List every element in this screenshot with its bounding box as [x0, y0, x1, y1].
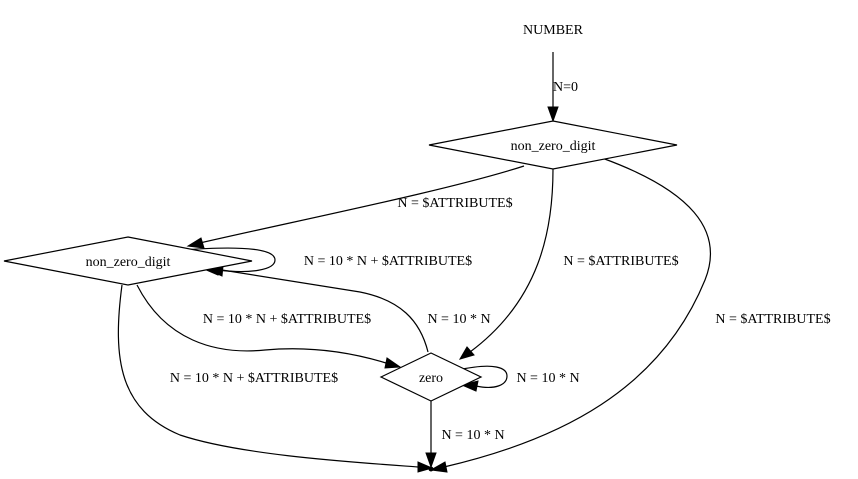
node-label-nzd-left: non_zero_digit	[86, 255, 171, 270]
node-number: NUMBER	[523, 23, 584, 38]
edge-zero-self-loop: N = 10 * N	[457, 365, 580, 392]
node-label-zero: zero	[419, 371, 443, 386]
edge-nzd-top-to-zero: N = $ATTRIBUTE$	[458, 168, 679, 360]
edge-nzd-left-to-end: N = 10 * N + $ATTRIBUTE$	[117, 284, 434, 473]
diamond-shape	[428, 120, 678, 170]
node-nzd-top: non_zero_digit	[428, 120, 678, 170]
edge-label-start-to-nzd-top: N=0	[553, 80, 578, 95]
edge-zero-to-end: N = 10 * N	[425, 401, 505, 469]
edge-label-zero-to-nzd-left: N = 10 * N	[427, 312, 490, 327]
edge-nzd-top-to-nzd-left: N = $ATTRIBUTE$	[186, 165, 525, 249]
edge-label-nzd-left-self-loop: N = 10 * N + $ATTRIBUTE$	[304, 254, 472, 269]
edge-label-nzd-left-to-end: N = 10 * N + $ATTRIBUTE$	[170, 371, 338, 386]
edge-nzd-top-to-end: N = $ATTRIBUTE$	[429, 157, 831, 473]
end-point	[428, 466, 434, 472]
edge-label-zero-self-loop: N = 10 * N	[516, 371, 579, 386]
node-label-number: NUMBER	[523, 23, 584, 38]
node-end	[428, 466, 434, 472]
edge-label-nzd-left-to-zero: N = 10 * N + $ATTRIBUTE$	[203, 312, 371, 327]
node-nzd-left: non_zero_digit	[3, 236, 253, 286]
diamond-shape	[379, 352, 483, 402]
edge-label-nzd-top-to-zero: N = $ATTRIBUTE$	[563, 254, 678, 269]
edge-start-to-nzd-top: N=0	[547, 52, 578, 123]
node-zero: zero	[379, 352, 483, 402]
edge-zero-to-nzd-left: N = 10 * N	[207, 265, 491, 353]
node-label-nzd-top: non_zero_digit	[511, 139, 596, 154]
edge-label-nzd-top-to-end: N = $ATTRIBUTE$	[715, 312, 830, 327]
edge-nzd-left-to-zero: N = 10 * N + $ATTRIBUTE$	[136, 284, 402, 369]
diamond-shape	[3, 236, 253, 286]
edge-label-zero-to-end: N = 10 * N	[441, 428, 504, 443]
edge-label-nzd-top-to-nzd-left: N = $ATTRIBUTE$	[397, 196, 512, 211]
